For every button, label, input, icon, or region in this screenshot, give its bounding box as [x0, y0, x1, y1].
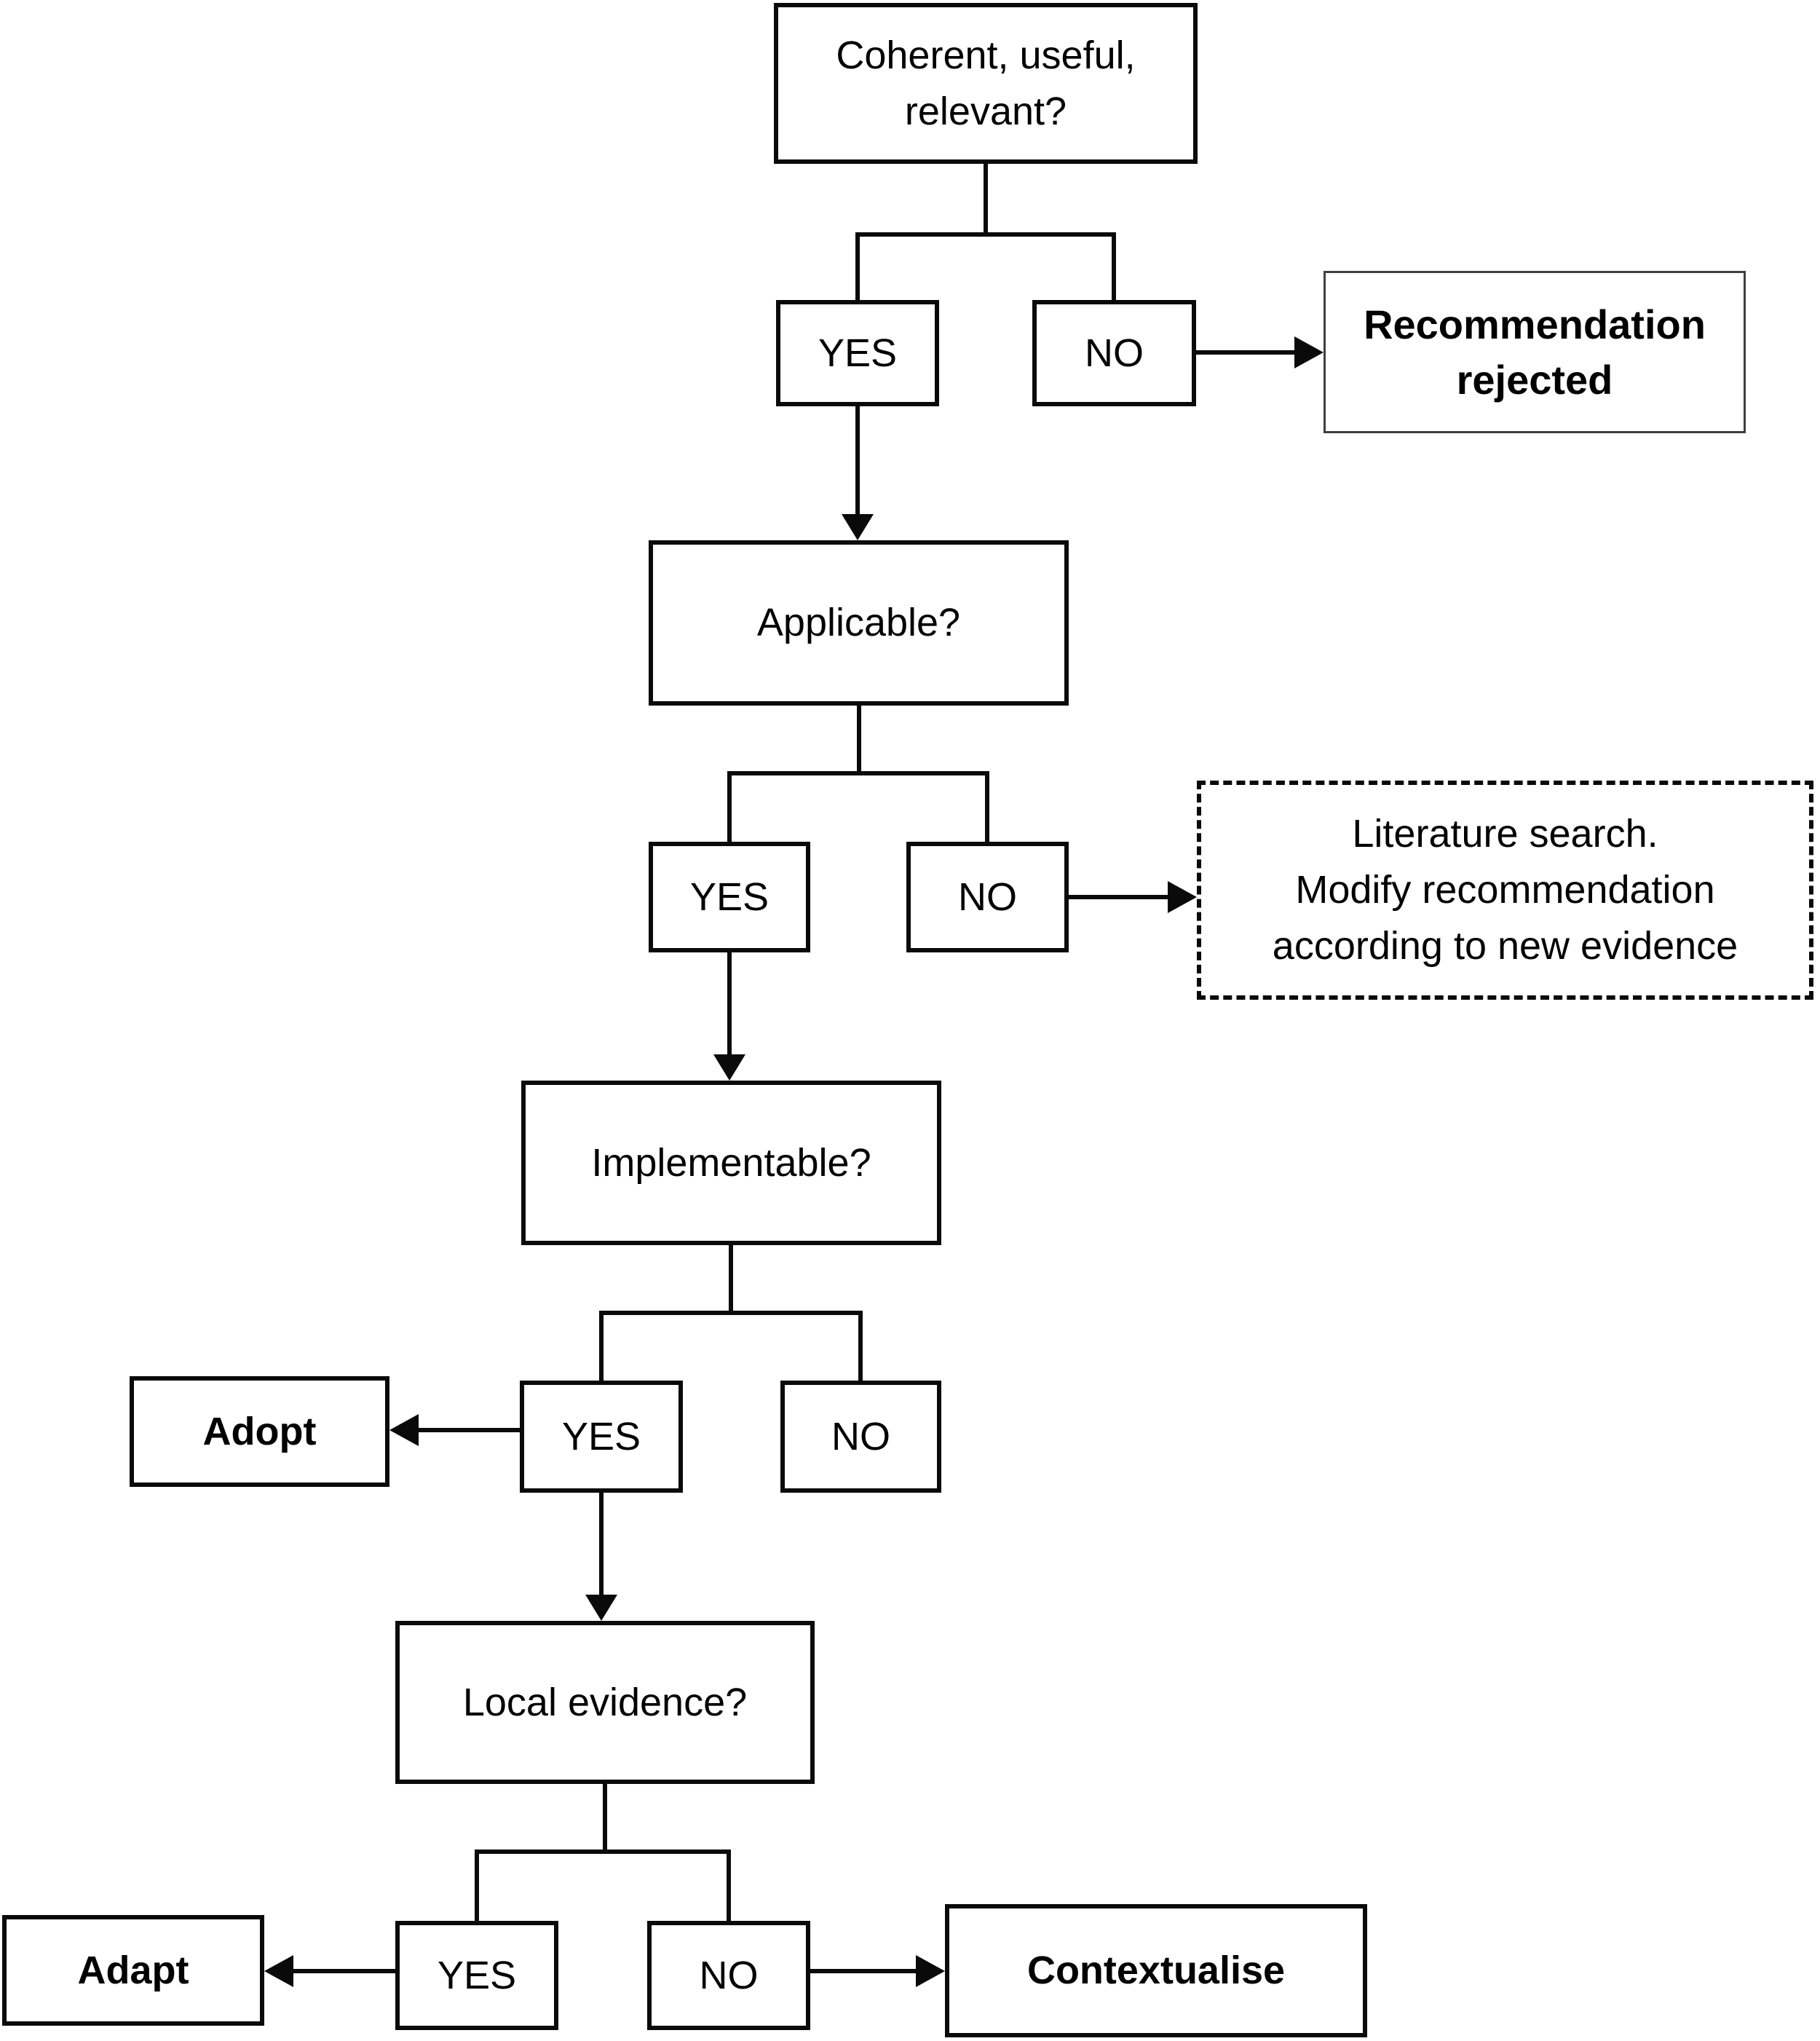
arrow-head-no4-to-contextualise	[916, 1955, 945, 1987]
arrow-head-no2-to-literature	[1168, 881, 1197, 913]
node-literature-search: Literature search. Modify recommendation…	[1197, 781, 1813, 1000]
node-literature-search-label: Literature search. Modify recommendation…	[1273, 806, 1738, 974]
arrow-head-yes3-to-adopt	[389, 1414, 419, 1446]
node-applicable-label: Applicable?	[756, 601, 961, 645]
arrow-head-no1-to-rejected	[1294, 336, 1324, 368]
node-contextualise-label: Contextualise	[1026, 1949, 1286, 1993]
node-adapt: Adapt	[2, 1915, 264, 2026]
connector-q3-yes-drop	[599, 1313, 604, 1381]
node-local-evidence: Local evidence?	[395, 1621, 815, 1784]
connector-q4-stem	[603, 1784, 607, 1852]
node-yes-applicable-label: YES	[689, 875, 769, 919]
node-no-applicable-label: NO	[958, 875, 1017, 919]
arrow-head-yes1-to-applicable	[842, 514, 874, 540]
arrow-head-yes2-to-implementable	[713, 1054, 745, 1081]
node-coherent-useful-relevant: Coherent, useful, relevant?	[774, 3, 1198, 164]
node-literature-line-2: Modify recommendation	[1295, 868, 1715, 912]
node-yes-implementable: YES	[520, 1381, 683, 1493]
arrow-line-yes3-to-local	[599, 1493, 604, 1595]
arrow-head-yes4-to-adapt	[264, 1955, 293, 1987]
arrow-line-yes1-to-applicable	[855, 406, 860, 514]
node-yes-coherent: YES	[776, 300, 939, 406]
node-adopt: Adopt	[130, 1376, 389, 1487]
node-implementable: Implementable?	[521, 1081, 941, 1245]
node-coherent-line-1: Coherent, useful,	[836, 33, 1136, 77]
connector-q2-stem	[857, 706, 861, 773]
connector-q4-yes-drop	[475, 1852, 479, 1921]
node-coherent-line-2: relevant?	[904, 89, 1067, 133]
node-no-implementable: NO	[780, 1381, 941, 1493]
connector-q3-no-drop	[858, 1313, 863, 1381]
node-recommendation-rejected: Recommendation rejected	[1324, 271, 1746, 433]
node-local-evidence-label: Local evidence?	[462, 1680, 748, 1724]
node-rejected-line-1: Recommendation	[1364, 301, 1706, 347]
node-yes-coherent-label: YES	[818, 331, 898, 375]
arrow-line-yes4-to-adapt	[293, 1969, 395, 1973]
node-literature-line-1: Literature search.	[1352, 812, 1658, 856]
connector-q1-yes-drop	[855, 234, 860, 300]
node-no-local-evidence-label: NO	[699, 1953, 759, 1997]
node-coherent-useful-relevant-label: Coherent, useful, relevant?	[836, 28, 1135, 139]
connector-q1-no-drop	[1112, 234, 1116, 300]
node-adopt-label: Adopt	[202, 1409, 317, 1453]
node-yes-implementable-label: YES	[561, 1414, 641, 1458]
connector-q3-branch	[599, 1311, 863, 1315]
node-contextualise: Contextualise	[945, 1904, 1367, 2037]
node-literature-line-3: according to new evidence	[1272, 923, 1738, 968]
node-yes-local-evidence: YES	[395, 1921, 558, 2030]
node-rejected-line-2: rejected	[1456, 356, 1613, 403]
connector-q2-no-drop	[985, 773, 989, 842]
arrow-line-yes2-to-implementable	[727, 952, 732, 1054]
node-recommendation-rejected-label: Recommendation rejected	[1364, 297, 1706, 407]
connector-q2-yes-drop	[727, 773, 732, 842]
connector-q4-no-drop	[727, 1852, 731, 1921]
connector-q2-branch	[727, 771, 989, 775]
arrow-line-no4-to-contextualise	[810, 1969, 916, 1973]
node-no-local-evidence: NO	[647, 1921, 810, 2030]
node-no-coherent: NO	[1032, 300, 1196, 406]
arrow-line-no2-to-literature	[1069, 895, 1168, 899]
node-yes-local-evidence-label: YES	[437, 1953, 517, 1997]
node-implementable-label: Implementable?	[591, 1140, 871, 1185]
node-no-coherent-label: NO	[1085, 331, 1144, 375]
node-adapt-label: Adapt	[77, 1948, 189, 1992]
node-no-applicable: NO	[906, 842, 1069, 952]
connector-q4-branch	[475, 1849, 731, 1854]
node-applicable: Applicable?	[649, 540, 1069, 706]
node-yes-applicable: YES	[649, 842, 810, 952]
connector-q1-stem	[984, 164, 988, 234]
node-no-implementable-label: NO	[831, 1414, 890, 1458]
arrow-line-yes3-to-adopt	[419, 1428, 520, 1432]
arrow-head-yes3-to-local	[585, 1595, 617, 1621]
arrow-line-no1-to-rejected	[1196, 350, 1297, 355]
connector-q3-stem	[729, 1245, 733, 1313]
connector-q1-branch	[855, 232, 1116, 237]
